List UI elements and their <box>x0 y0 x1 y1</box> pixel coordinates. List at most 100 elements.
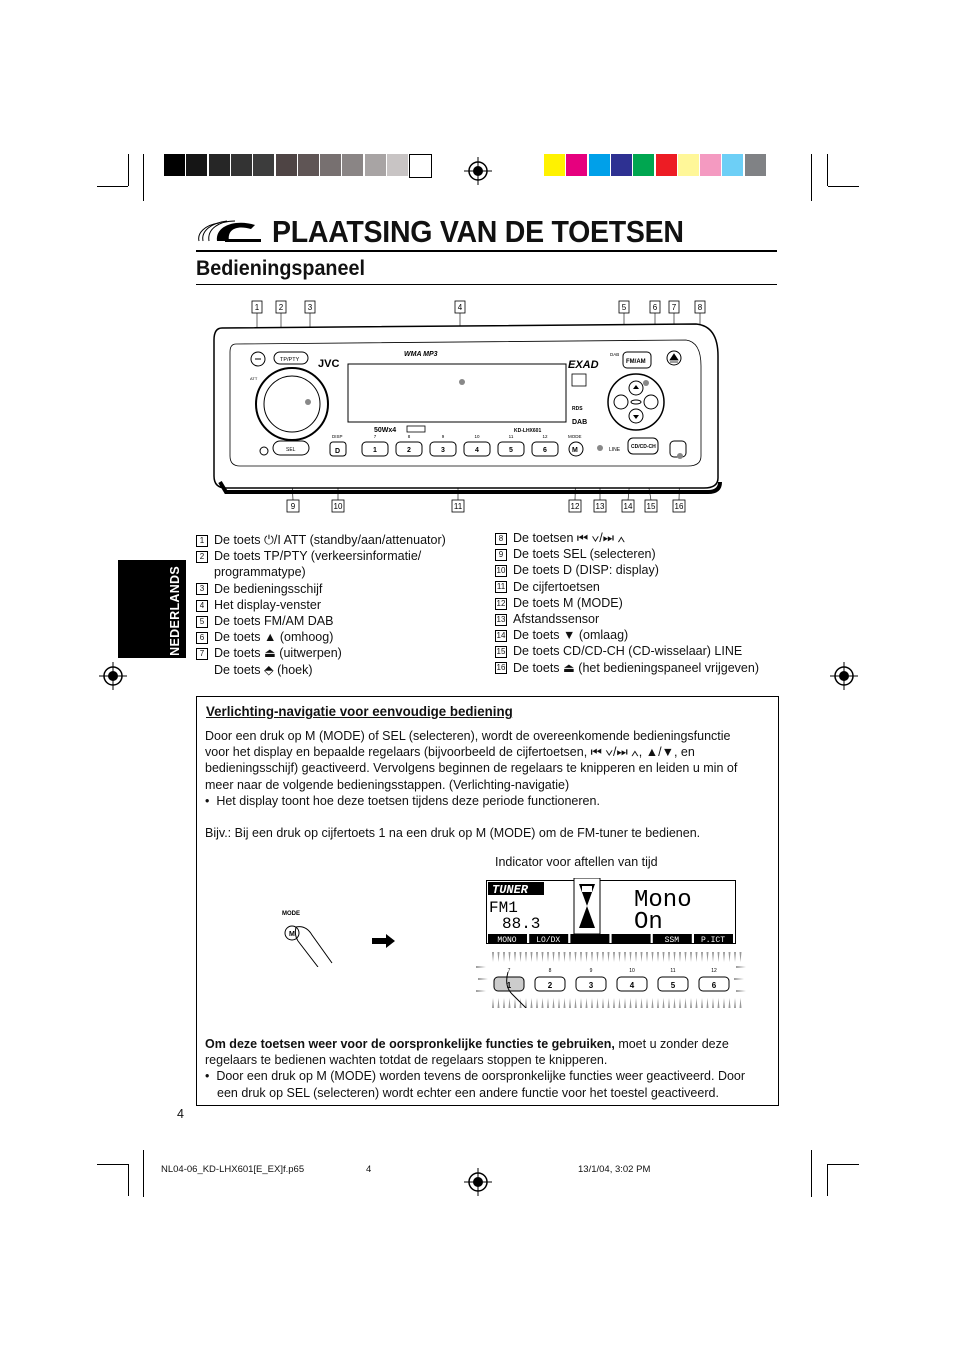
preset-label: 3 <box>589 981 594 990</box>
legend-text: De toets ⏏ (het bedieningspaneel vrijgev… <box>513 660 759 675</box>
legend-text: Het display-venster <box>214 597 321 612</box>
gray-swatch <box>342 154 364 176</box>
legend-text: De toets TP/PTY (verkeersinformatie/ <box>214 549 422 564</box>
svg-text:12: 12 <box>571 502 580 511</box>
footer-file: NL04-06_KD-LHX601[E_EX]f.p65 <box>161 1164 305 1175</box>
color-swatch <box>700 154 722 176</box>
gray-swatch <box>208 154 230 176</box>
m-label-small: M <box>289 931 295 938</box>
model-name: KD-LHX601 <box>514 428 541 434</box>
preset-button[interactable] <box>497 441 525 457</box>
legend-text: Afstandssensor <box>513 612 600 627</box>
remote-sensor <box>597 445 603 451</box>
lcd-indicator <box>694 934 733 943</box>
preset-label: 2 <box>407 447 411 454</box>
svg-text:15: 15 <box>647 502 656 511</box>
preset-top-label: 7 <box>508 968 511 974</box>
exad-logo: EXAD <box>568 359 599 371</box>
sel-button[interactable] <box>272 440 310 456</box>
preset-button-blinking[interactable] <box>534 976 566 992</box>
preset-top-label: 12 <box>542 434 548 439</box>
preset-label: 4 <box>475 447 479 454</box>
svg-text:14: 14 <box>624 502 633 511</box>
display-window <box>347 363 567 423</box>
preset-button[interactable] <box>463 441 491 457</box>
lcd-indicator-text: LO/DX <box>536 936 560 945</box>
preset-top-label: 9 <box>590 968 593 974</box>
legend-number: 11 <box>495 581 507 594</box>
mode-label-small: MODE <box>282 911 300 917</box>
gray-swatch <box>320 154 342 176</box>
legend-number: 12 <box>495 597 507 610</box>
legend-number: 1 <box>196 534 208 547</box>
preset-top-label: 11 <box>670 968 675 974</box>
color-swatch <box>722 154 744 176</box>
preset-button-blinking[interactable] <box>616 976 648 992</box>
preset-button[interactable] <box>429 441 457 457</box>
color-swatch <box>744 154 766 176</box>
legend-text: De toets ▼ (omlaag) <box>513 628 629 643</box>
fm-am-button[interactable] <box>622 351 652 369</box>
legend-text: programmatype) <box>214 565 306 580</box>
preset-label: 1 <box>507 981 512 990</box>
color-swatch <box>655 154 677 176</box>
legend-number: 5 <box>196 615 208 628</box>
sel-label: SEL <box>286 447 296 453</box>
svg-text:11: 11 <box>454 502 463 511</box>
preset-button[interactable] <box>395 441 423 457</box>
subtitle-rule <box>196 284 777 285</box>
d-button[interactable] <box>329 441 347 457</box>
bullet-1-text: Het display toont hoe deze toetsen tijde… <box>216 793 600 808</box>
preset-button[interactable] <box>531 441 559 457</box>
lcd-band: FM1 <box>489 899 518 917</box>
cd-cdch-button[interactable] <box>627 437 659 455</box>
p2-bold: Om deze toetsen weer voor de oorspronkel… <box>205 1037 615 1051</box>
indicator-label: Indicator voor aftellen van tijd <box>495 855 658 869</box>
preset-label: 2 <box>548 981 553 990</box>
p2-rest: moet u zonder deze <box>614 1037 729 1051</box>
preset-button-blinking[interactable] <box>657 976 689 992</box>
legend-text: De toetsen ⏮ ∨/⏭ ∧ <box>513 531 626 545</box>
tp-pty-button[interactable] <box>273 351 309 365</box>
svg-text:4: 4 <box>458 303 463 312</box>
m-button[interactable] <box>568 441 584 457</box>
gray-swatch <box>186 154 208 176</box>
preset-button[interactable] <box>361 441 389 457</box>
info-box <box>196 696 779 1106</box>
gray-swatch <box>409 154 433 178</box>
preset-button-blinking[interactable] <box>575 976 607 992</box>
legend-number: 8 <box>495 532 507 545</box>
line-label: LINE <box>609 447 621 453</box>
lcd-indicator <box>652 934 692 943</box>
legend-number: 6 <box>196 631 208 644</box>
bullet-2-text: Door een druk op M (MODE) worden tevens … <box>216 1069 746 1084</box>
registration-mark-top <box>464 157 492 185</box>
preset-label: 4 <box>630 981 635 990</box>
legend-text: De toets CD/CD-CH (CD-wisselaar) LINE <box>513 644 743 659</box>
preset-top-label: 12 <box>711 968 717 974</box>
legend-text: De bedieningsschijf <box>214 581 323 596</box>
svg-text:8: 8 <box>698 303 703 312</box>
bullet-1: • Het display toont hoe deze toetsen tij… <box>205 793 600 808</box>
legend-number: 14 <box>495 629 507 642</box>
section-subtitle: Bedieningspaneel <box>196 257 365 280</box>
svg-text:3: 3 <box>308 303 313 312</box>
language-tab-label: NEDERLANDS <box>168 566 182 656</box>
lcd-mono: Mono <box>634 887 692 914</box>
m-label: M <box>572 447 578 454</box>
color-swatch <box>677 154 699 176</box>
p1-line: bedieningsschijf) geactiveerd. Vervolgen… <box>205 761 738 776</box>
preset-button-blinking[interactable] <box>698 976 730 992</box>
preset-top-label: 9 <box>442 434 445 439</box>
legend-item: 8 De toetsen ⏮ ∨/⏭ ∧ <box>495 530 759 546</box>
